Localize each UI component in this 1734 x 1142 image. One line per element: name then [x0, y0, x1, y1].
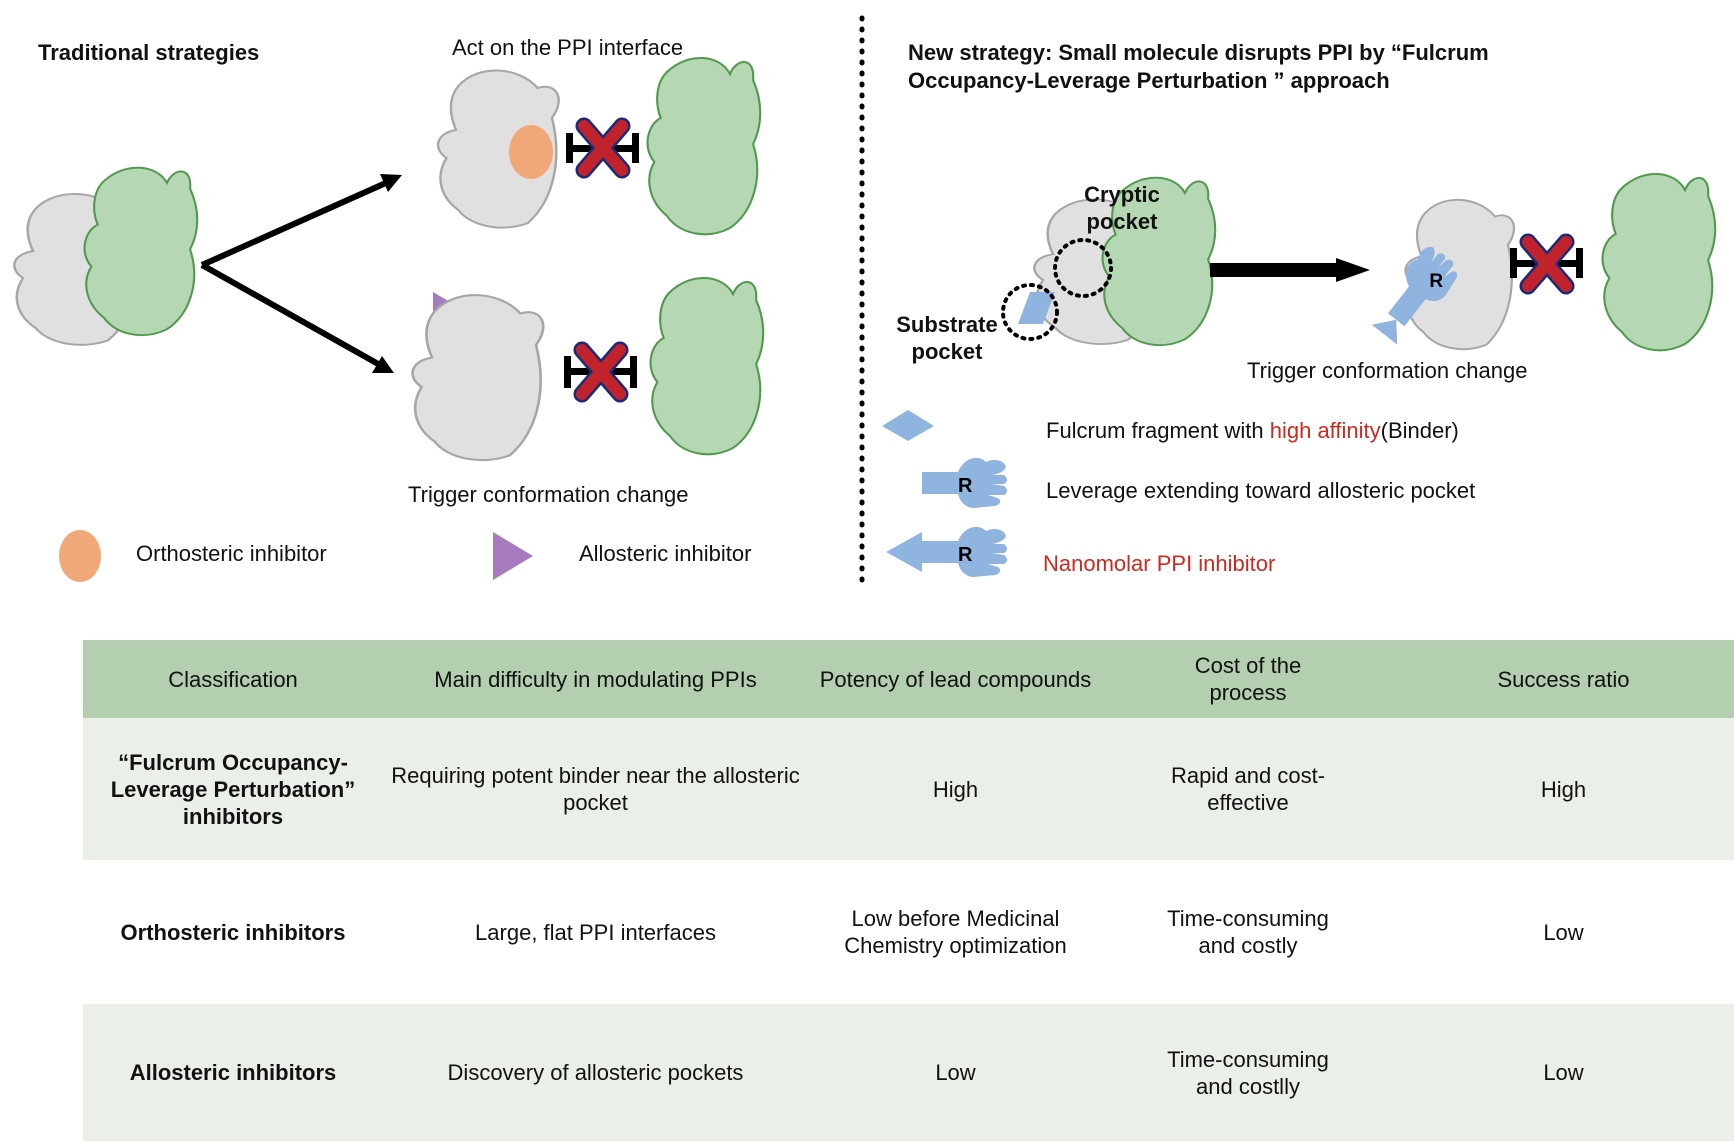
table-row: “Fulcrum Occupancy-Leverage Perturbation… [83, 718, 1734, 860]
cryptic-pocket-label-1: Cryptic [1084, 182, 1160, 207]
green-protein-top [646, 56, 762, 236]
green-protein-bottom [649, 276, 765, 456]
fulcrum-fragment-in-pocket [1018, 292, 1055, 324]
grey-protein-bottom [411, 293, 545, 462]
branch-arrows [200, 174, 402, 373]
allosteric-legend-label: Allosteric inhibitor [579, 541, 752, 566]
row-cost-text: Time-consuming and costly [1167, 906, 1329, 958]
blocked-interaction-right [1510, 233, 1583, 295]
substrate-pocket-label-2: pocket [911, 339, 983, 364]
table-row: Orthosteric inhibitors Large, flat PPI i… [83, 860, 1734, 1004]
row-success: Low [1543, 1060, 1584, 1085]
row-success: Low [1543, 919, 1584, 945]
right-panel-title-line1: New strategy: Small molecule disrupts PP… [908, 40, 1489, 65]
row-cost-text: Time-consuming and costlly [1167, 1046, 1329, 1099]
fulcrum-legend-highlight: high affinity [1269, 418, 1381, 443]
leverage-legend-label: Leverage extending toward allosteric poc… [1046, 478, 1476, 503]
cryptic-pocket-circle [1053, 238, 1113, 298]
blocked-interaction-bottom [564, 341, 637, 403]
orthosteric-inhibitor-shape [509, 125, 553, 179]
allosteric-legend-marker [493, 532, 533, 580]
header-success-ratio: Success ratio [1497, 666, 1630, 692]
blocked-interaction-top [566, 117, 639, 179]
result-label: Trigger conformation change [1247, 358, 1528, 383]
bottom-path-label: Trigger conformation change [408, 482, 689, 507]
row-classification-text: “Fulcrum Occupancy-Leverage Perturbation… [110, 749, 356, 829]
row-cost: Rapid and cost-effective [1103, 718, 1393, 860]
table-row: Allosteric inhibitors Discovery of allos… [83, 1004, 1734, 1141]
fulcrum-diamond-icon [882, 410, 934, 441]
nanomolar-inhibitor-icon: R [886, 526, 1007, 577]
green-protein-result [1601, 172, 1717, 352]
row-potency: Low [935, 1060, 976, 1085]
substrate-pocket-circle [1001, 283, 1059, 341]
left-panel-title: Traditional strategies [38, 40, 260, 65]
nanomolar-legend-label: Nanomolar PPI inhibitor [1043, 551, 1276, 576]
hand-letter-leverage: R [958, 475, 973, 497]
header-cost: Cost of the process [1103, 640, 1393, 718]
substrate-pocket-label-1: Substrate [896, 312, 998, 337]
hand-letter-inhibitor: R [958, 544, 973, 566]
row-potency: Low before Medicinal Chemistry optimizat… [808, 860, 1103, 1004]
row-classification: “Fulcrum Occupancy-Leverage Perturbation… [83, 718, 383, 860]
cryptic-pocket-label-2: pocket [1086, 209, 1158, 234]
row-classification: Allosteric inhibitors [129, 1060, 337, 1085]
row-cost: Time-consuming and costlly [1103, 1004, 1393, 1141]
row-success: High [1540, 776, 1587, 802]
transition-arrow [1210, 258, 1370, 282]
table-header-row: Classification Main difficulty in modula… [83, 640, 1734, 718]
row-cost-text: Rapid and cost-effective [1170, 763, 1326, 815]
orthosteric-legend-marker [59, 530, 101, 582]
top-path-label: Act on the PPI interface [452, 35, 684, 60]
row-cost: Time-consuming and costly [1103, 860, 1393, 1004]
header-main-difficulty: Main difficulty in modulating PPIs [434, 666, 757, 692]
inhibitor-bound-hand-icon: R [1371, 241, 1465, 345]
header-classification: Classification [168, 666, 298, 692]
strategy-diagram: R R R [13, 15, 1717, 585]
right-panel-title-line2: Occupancy-Leverage Perturbation ” approa… [908, 68, 1390, 93]
leverage-hand-icon: R [922, 457, 1007, 508]
header-cost-text: Cost of the process [1194, 653, 1302, 705]
fulcrum-legend-label: Fulcrum fragment with high affinity(Bind… [1046, 418, 1459, 444]
orthosteric-legend-label: Orthosteric inhibitor [136, 541, 327, 566]
row-difficulty: Large, flat PPI interfaces [475, 919, 716, 945]
row-difficulty: Requiring potent binder near the alloste… [391, 763, 800, 815]
hand-letter-bound: R [1429, 271, 1443, 292]
fulcrum-legend-suffix: (Binder) [1380, 418, 1459, 443]
fulcrum-legend-prefix: Fulcrum fragment with [1046, 418, 1270, 443]
row-potency: High [932, 776, 979, 802]
row-difficulty: Discovery of allosteric pockets [447, 1060, 744, 1085]
row-potency-text: Low before Medicinal Chemistry optimizat… [844, 906, 1067, 958]
row-classification: Orthosteric inhibitors [120, 919, 346, 945]
header-potency: Potency of lead compounds [819, 666, 1092, 692]
comparison-table: Classification Main difficulty in modula… [83, 640, 1734, 1141]
complex-left [13, 166, 199, 347]
